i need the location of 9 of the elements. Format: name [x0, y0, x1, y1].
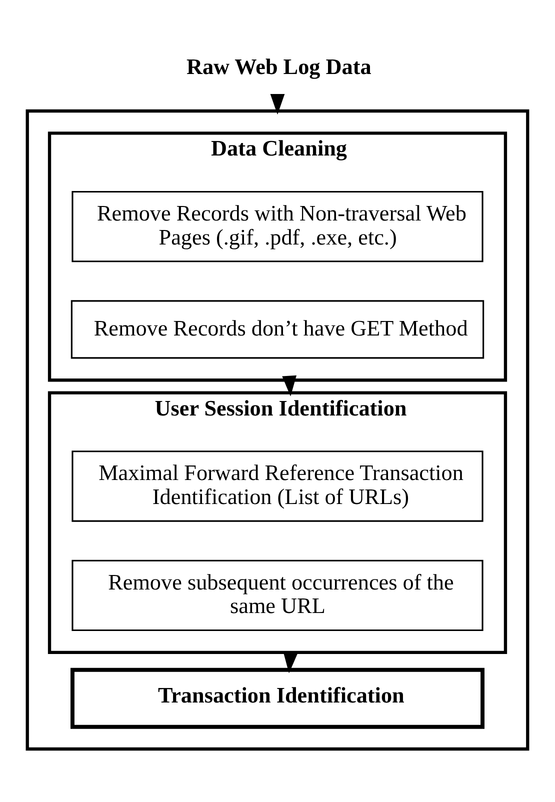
node-box: Maximal Forward Reference Transaction Identification (List of URLs): [72, 450, 484, 522]
node-box: Remove Records with Non-traversal Web Pages (.gif, .pdf, .exe, etc.): [72, 190, 484, 262]
arrow: [282, 374, 297, 396]
cluster: [26, 108, 530, 750]
node-text: Raw Web Log Data: [186, 54, 372, 79]
node-box: Remove subsequent occurrences of the same URL: [72, 559, 484, 631]
node-box: Remove Records don’t have GET Method: [70, 300, 484, 358]
node-box: Transaction Identification: [70, 667, 484, 728]
arrow: [270, 93, 285, 114]
